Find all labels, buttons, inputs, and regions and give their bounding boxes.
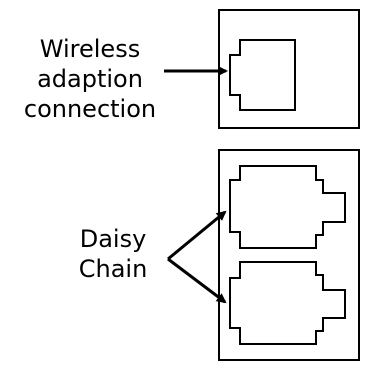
daisy-chain-arrow-lower	[167, 257, 227, 304]
wireless-label-line-1: Wireless	[40, 35, 140, 63]
wireless-label-line-3: connection	[24, 95, 156, 123]
wireless-label-line-2: adaption	[37, 65, 143, 93]
daisy-chain-label-line-1: Daisy	[80, 225, 147, 253]
daisy-chain-arrow-upper	[167, 210, 227, 261]
wireless-port-outline	[229, 39, 296, 111]
daisy-chain-port-lower	[229, 261, 346, 345]
daisy-chain-port-upper	[229, 165, 346, 249]
daisy-chain-port-panel	[218, 149, 360, 361]
daisy-chain-label-line-2: Chain	[79, 255, 148, 283]
